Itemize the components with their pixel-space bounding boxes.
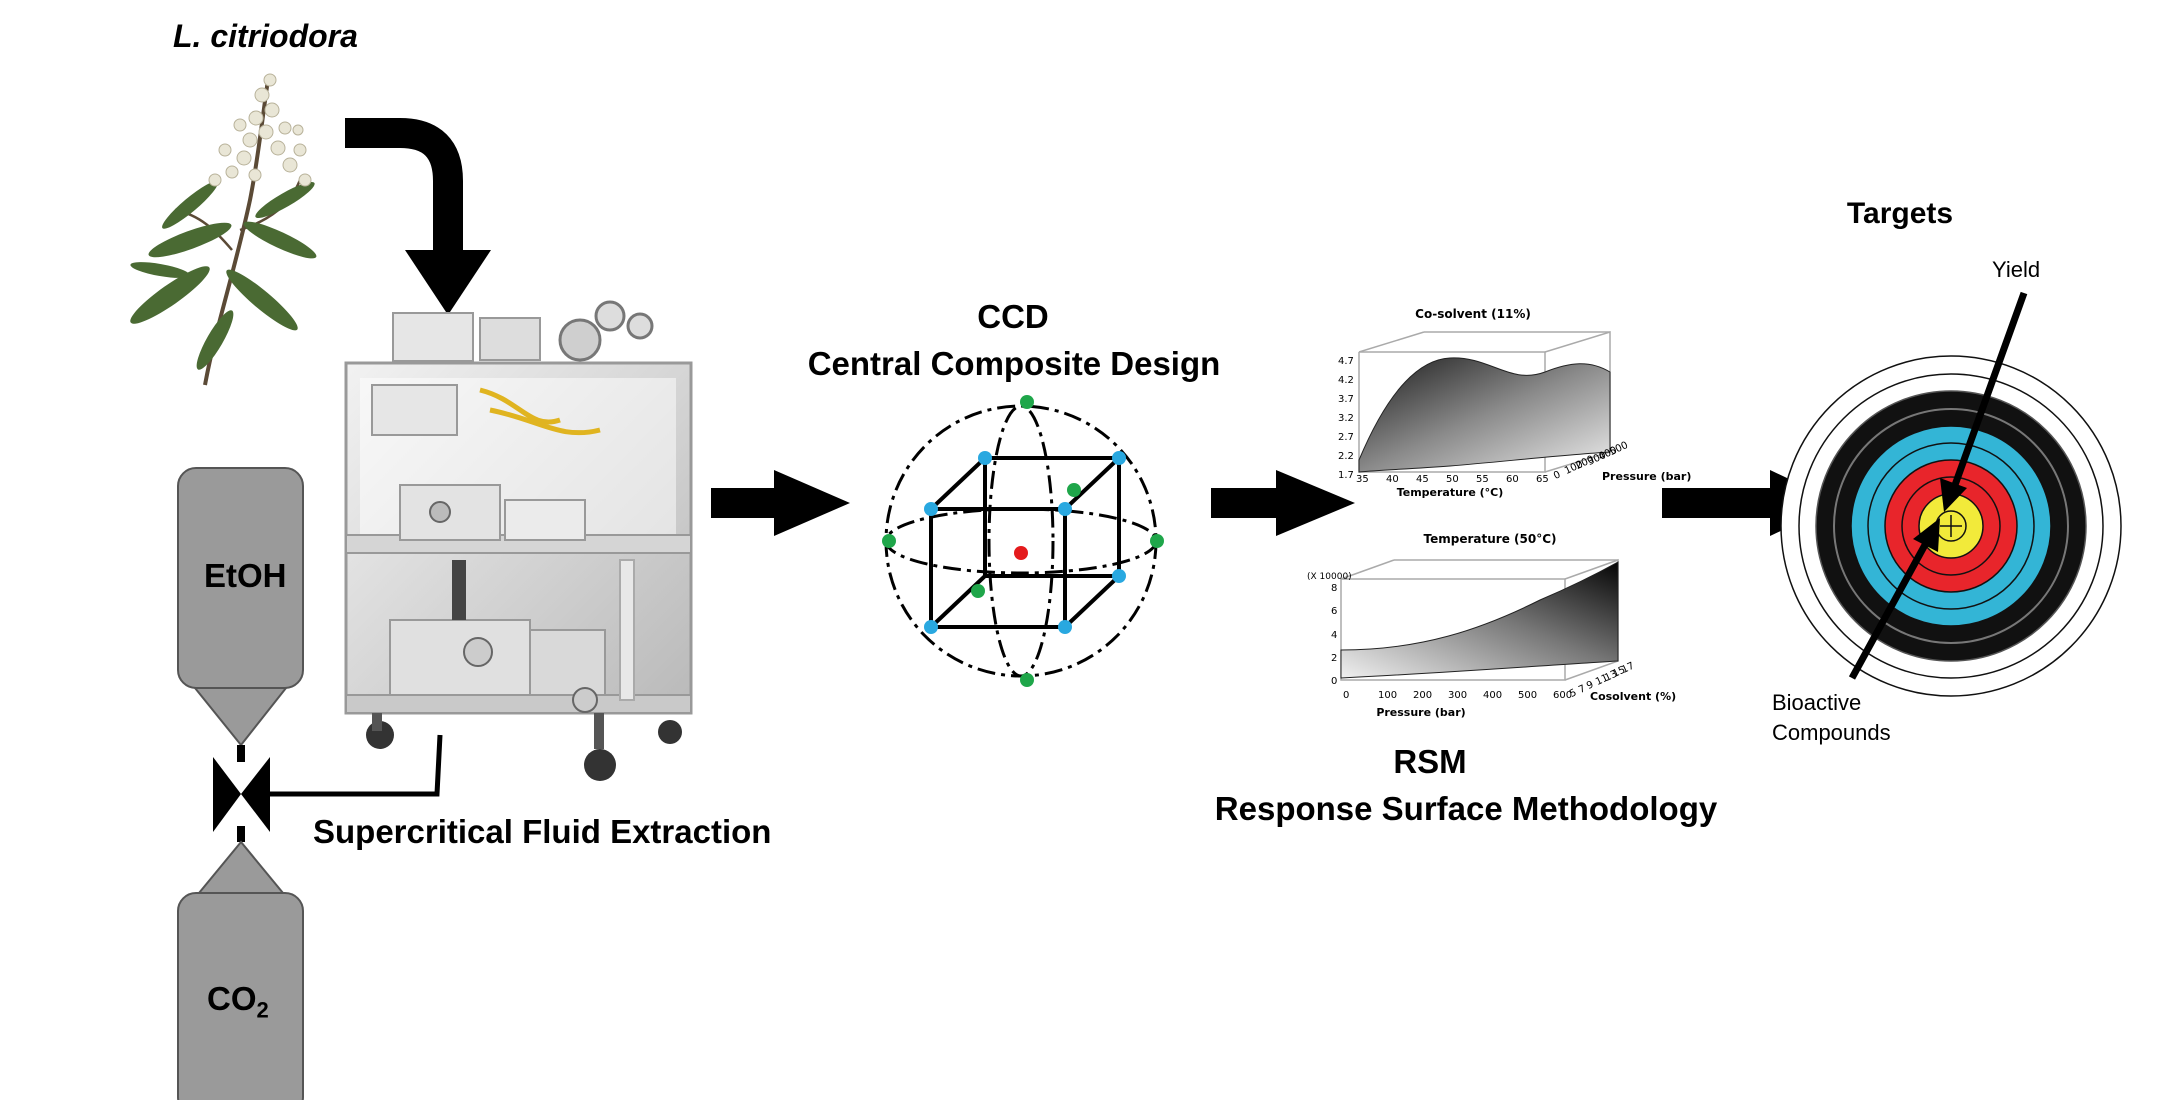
sfe-apparatus-illustration — [344, 300, 693, 781]
plot1-x-tick: 45 — [1416, 474, 1429, 485]
rsm-abbreviation: RSM — [1393, 743, 1467, 780]
sfe-label: Supercritical Fluid Extraction — [313, 813, 772, 850]
yield-label: Yield — [1992, 257, 2041, 282]
ccd-cube-point — [1112, 451, 1126, 465]
ccd-axial-point — [882, 534, 896, 548]
ccd-cube-point — [1112, 569, 1126, 583]
ccd-axial-point — [1150, 534, 1164, 548]
ccd-center-point — [1014, 546, 1028, 560]
yield-arrow — [1940, 291, 2028, 512]
plot1-x-tick: 50 — [1446, 474, 1459, 485]
bioactive-compounds-arrow — [1848, 518, 1940, 680]
ccd-axial-point — [971, 584, 985, 598]
plot2-z-tick: 6 — [1331, 606, 1338, 618]
ccd-cube-point — [924, 502, 938, 516]
plot1-x-label: Temperature (°C) — [1396, 486, 1504, 499]
rsm-surface-plot-2 — [1340, 558, 1619, 681]
ccd-cube-point — [978, 451, 992, 465]
etoh-tank-label: EtOH — [204, 557, 287, 594]
plot1-z-tick: 1.7 — [1338, 470, 1354, 481]
lemon-verbena-plant-illustration — [130, 73, 317, 386]
bioactive-label-line1: Bioactive — [1772, 690, 1862, 715]
plot2-x-tick: 300 — [1448, 690, 1468, 701]
co2-label-main: CO — [207, 980, 257, 1017]
plot1-x-tick: 65 — [1536, 474, 1549, 485]
plot2-x-tick: 600 — [1553, 690, 1573, 701]
plot1-z-tick: 4.7 — [1338, 356, 1354, 367]
plot1-z-tick: 4.2 — [1338, 375, 1354, 386]
ccd-cube-point — [924, 620, 938, 634]
plot1-x-tick: 55 — [1476, 474, 1489, 485]
valve-icon — [213, 757, 270, 832]
co2-tank-label: CO2 — [207, 980, 269, 1024]
arrow-ccd-to-rsm — [1211, 470, 1355, 536]
rsm-full-name: Response Surface Methodology — [1214, 790, 1718, 827]
ccd-axial-point — [1020, 395, 1034, 409]
ccd-design-points — [882, 395, 1164, 687]
plot1-z-tick: 3.7 — [1338, 394, 1354, 405]
plot2-z-tick: 4 — [1331, 629, 1338, 641]
curved-arrow-plant-to-sfe — [345, 118, 491, 315]
plot1-x-tick: 40 — [1386, 474, 1399, 485]
plot1-z-tick: 3.2 — [1338, 413, 1354, 424]
plot2-y-label: Cosolvent (%) — [1590, 690, 1677, 703]
bioactive-label-line2: Compounds — [1772, 720, 1891, 745]
plot2-title: Temperature (50°C) — [1423, 532, 1557, 546]
archery-target — [1780, 355, 2122, 697]
rsm-surface-plot-1 — [1358, 330, 1611, 473]
plot2-x-tick: 0 — [1343, 690, 1350, 701]
co2-label-subscript: 2 — [256, 997, 269, 1023]
plot2-z-multiplier: (X 10000) — [1307, 572, 1352, 582]
plot2-x-tick: 200 — [1413, 690, 1433, 701]
plot2-x-tick: 500 — [1518, 690, 1538, 701]
plot1-z-tick: 2.2 — [1338, 451, 1354, 462]
arrow-sfe-to-ccd — [711, 470, 850, 536]
ccd-axial-point — [1067, 483, 1081, 497]
plot1-x-tick: 35 — [1356, 474, 1369, 485]
plot2-z-tick: 8 — [1331, 583, 1338, 594]
plot1-y-label: Pressure (bar) — [1602, 470, 1692, 483]
ccd-sphere-diagram — [884, 404, 1158, 678]
plot2-x-label: Pressure (bar) — [1376, 706, 1466, 719]
plant-name: L. citriodora — [173, 18, 358, 54]
plot2-z-tick: 0 — [1331, 676, 1338, 687]
ccd-cube-point — [1058, 502, 1072, 516]
plot1-z-tick: 2.7 — [1338, 432, 1354, 443]
etoh-tank — [177, 467, 304, 762]
co2-tank — [177, 826, 304, 1100]
plot1-x-tick: 60 — [1506, 474, 1519, 485]
plot2-x-tick: 100 — [1378, 690, 1398, 701]
plot2-x-tick: 400 — [1483, 690, 1503, 701]
plot2-z-tick: 2 — [1331, 652, 1338, 664]
ccd-axial-point — [1020, 673, 1034, 687]
ccd-cube-point — [1058, 620, 1072, 634]
ccd-full-name: Central Composite Design — [807, 345, 1221, 382]
plot1-title: Co-solvent (11%) — [1415, 307, 1531, 321]
supply-line — [265, 734, 443, 797]
targets-title: Targets — [1846, 197, 1954, 230]
ccd-abbreviation: CCD — [977, 298, 1049, 335]
